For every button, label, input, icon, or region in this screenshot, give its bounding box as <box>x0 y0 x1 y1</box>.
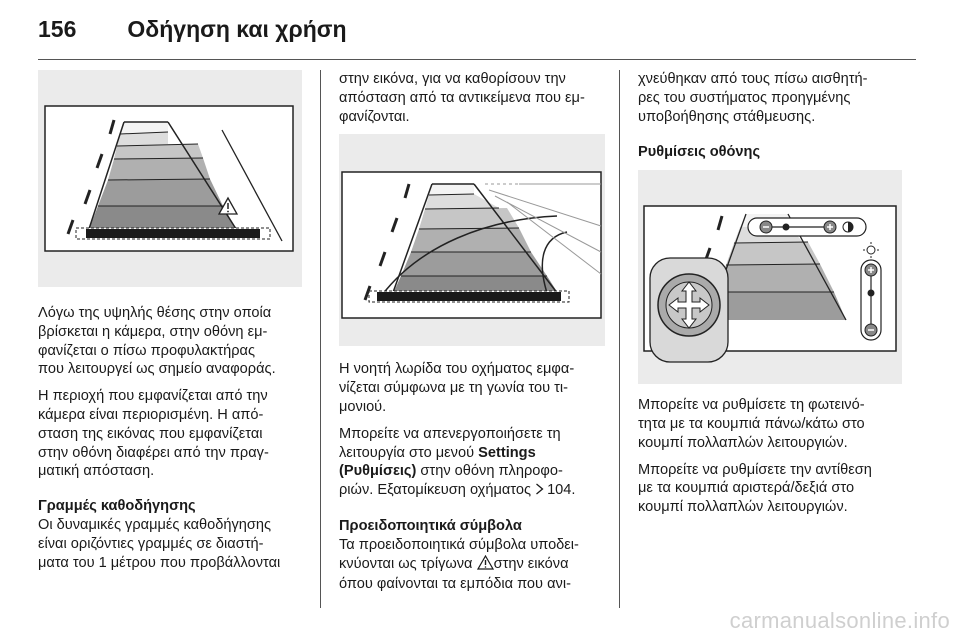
column-1: Λόγω της υψηλής θέσης στην οποία βρίσκετ… <box>38 70 308 580</box>
paragraph: Μπορείτε να απενεργοποιήσετε τη λειτουργ… <box>339 425 609 501</box>
page-header: 156 Οδήγηση και χρήση <box>38 16 347 43</box>
column-2: στην εικόνα, για να καθορίσουν την απόστ… <box>339 70 609 602</box>
paragraph: Μπορείτε να ρυθμίσετε την αντίθεση με τα… <box>638 461 872 516</box>
column-3: χνεύθηκαν από τους πίσω αισθητή- ρες του… <box>638 70 910 525</box>
header-rule <box>38 59 916 60</box>
figure-display-settings <box>638 170 902 385</box>
warning-triangle-icon <box>476 554 494 576</box>
display-settings-graphic <box>643 205 897 363</box>
paragraph: Η περιοχή που εμφανίζεται από την κάμερα… <box>38 388 269 480</box>
section-heading: Ρυθμίσεις οθόνης <box>638 144 761 161</box>
section-heading: Προειδοποιητικά σύμβολα <box>339 517 522 534</box>
paragraph: Μπορείτε να ρυθμίσετε τη φωτεινό- τητα μ… <box>638 397 865 451</box>
paragraph: Λόγω της υψηλής θέσης στην οποία βρίσκετ… <box>38 305 276 378</box>
ref-arrow-icon <box>535 482 544 501</box>
paragraph: Τα προειδοποιητικά σύμβολα υποδει- κνύον… <box>339 536 579 593</box>
paragraph: Οι δυναμικές γραμμές καθοδήγησης είναι ο… <box>38 516 281 571</box>
figure-camera-guidelines <box>38 70 302 287</box>
rear-camera-view-graphic <box>44 105 294 252</box>
paragraph: στην εικόνα, για να καθορίσουν την απόστ… <box>339 71 585 125</box>
page-number: 156 <box>38 16 77 42</box>
menu-name-settings: Settings <box>478 444 536 461</box>
section-heading: Γραμμές καθοδήγησης <box>38 498 196 515</box>
page-reference[interactable]: 104 <box>547 482 572 499</box>
column-divider-1 <box>320 70 321 608</box>
column-divider-2 <box>619 70 620 608</box>
figure-steering-lane <box>339 134 605 347</box>
section-title: Οδήγηση και χρήση <box>127 16 347 42</box>
paragraph: Η νοητή λωρίδα του οχήματος εμφα- νίζετα… <box>339 361 575 415</box>
menu-name-settings-greek: (Ρυθμίσεις) <box>339 463 417 480</box>
watermark: carmanualsonline.info <box>729 608 950 633</box>
paragraph: χνεύθηκαν από τους πίσω αισθητή- ρες του… <box>638 71 868 125</box>
dynamic-lane-graphic <box>341 171 602 320</box>
